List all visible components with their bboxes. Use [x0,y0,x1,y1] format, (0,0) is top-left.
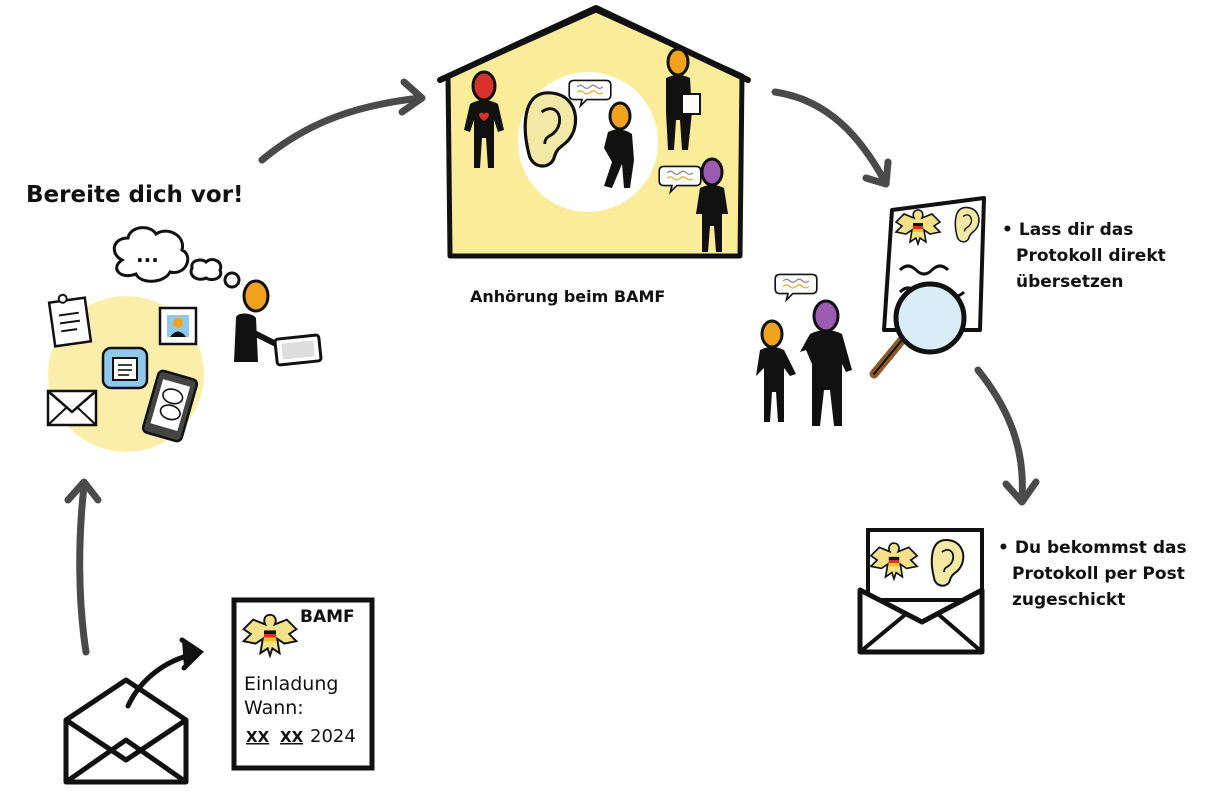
note-line: Du bekommst das [1014,538,1187,558]
note-translate-protocol: •Lass dir das Protokoll direkt übersetze… [1002,217,1212,295]
person-icon [666,47,701,150]
note-bullet: • [998,538,1009,558]
id-card-icon [158,306,198,346]
people-talking [756,273,852,426]
note-line: zugeschickt [1012,590,1126,610]
note-protocol-by-post: •Du bekommst das Protokoll per Post zuge… [998,535,1220,613]
note-line: Protokoll per Post [1012,564,1185,584]
flow-arrows [64,78,1040,656]
arrow-protocol-to-post-head [1002,478,1040,506]
arrow-house-to-protocol-head [862,158,892,188]
note-line: Lass dir das [1018,220,1134,240]
tablet-icon [273,333,323,367]
letter-line1: Einladung [244,673,338,695]
protocol-document [869,196,986,379]
arrow-prepare-to-house-head [398,78,426,116]
speech-bubble-icon [774,273,818,301]
chat-icon [101,346,149,390]
arrow-prepare-to-house [258,94,424,164]
house-caption: Anhörung beim BAMF [470,287,666,306]
letter-line2: Wann: [244,697,304,719]
phone-icon [141,369,199,443]
person-with-tablet [234,279,323,367]
thought-bubble-icon: ... [112,226,241,289]
magnifier-icon [869,281,967,379]
person-icon [604,101,634,188]
envelope-icon [63,677,189,785]
post-envelope [857,528,985,655]
clipboard-icon [47,293,93,348]
letter-date-year: 2024 [310,726,356,747]
person-icon [800,299,852,426]
letter-date-month: XX [280,728,304,746]
house-icon [437,5,751,259]
person-icon [464,70,504,168]
arrow-envelope-to-prepare-head [64,478,102,504]
letter-icon: BAMF Einladung Wann: XX XX 2024 [231,597,375,771]
note-bullet: • [1002,220,1013,240]
mail-icon [46,389,98,427]
headline: Bereite dich vor! [26,182,244,208]
letter-date-day: XX [246,728,270,746]
letter-org: BAMF [300,607,355,627]
thought-bubble-text: ... [136,243,159,267]
arrow-house-to-protocol [771,88,888,184]
person-icon [756,319,796,422]
arrow-protocol-to-post [974,366,1026,502]
note-line: Protokoll direkt [1016,246,1166,266]
person-icon [696,157,728,252]
prepare-section [46,293,204,452]
note-line: übersetzen [1016,272,1124,292]
arrow-envelope-to-prepare [76,482,90,656]
envelope-arrow [125,637,204,709]
